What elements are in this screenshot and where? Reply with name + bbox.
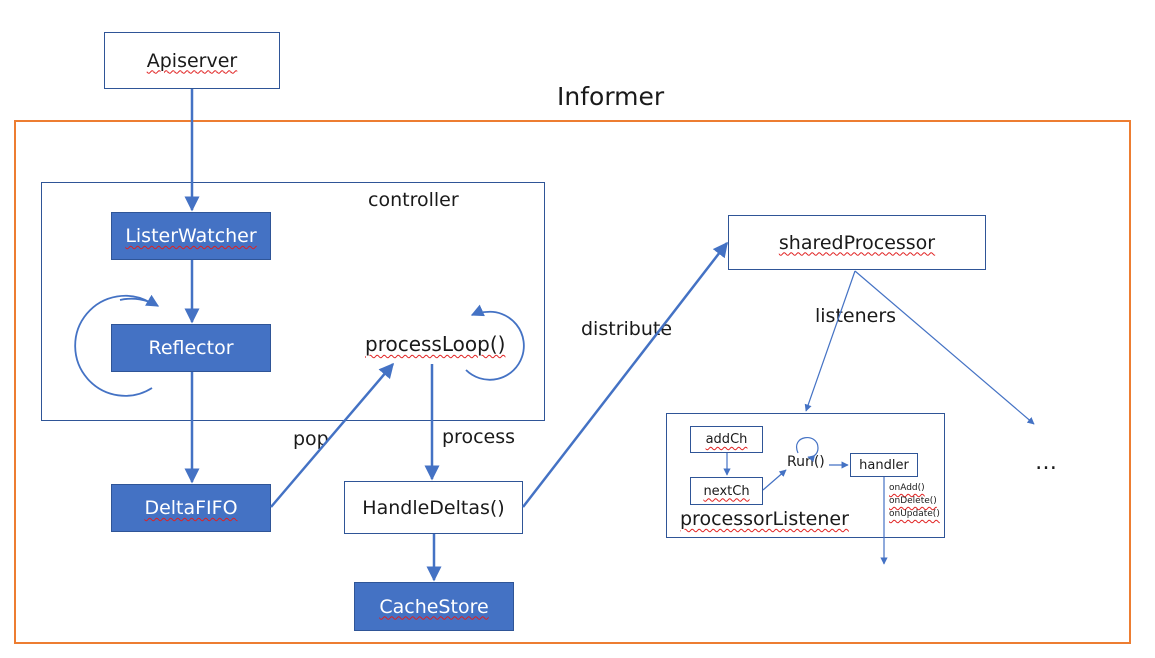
delta-fifo-label: DeltaFIFO <box>144 497 238 519</box>
edge-label-process: process <box>442 426 516 448</box>
cache-store-label: CacheStore <box>379 595 489 618</box>
handle-deltas-node: HandleDeltas() <box>344 481 523 534</box>
reflector-label: Reflector <box>148 337 234 359</box>
next-ch-label: nextCh <box>703 483 750 499</box>
add-ch-node: addCh <box>690 426 763 453</box>
controller-label: controller <box>368 189 459 211</box>
apiserver-label: Apiserver <box>146 49 238 72</box>
processor-listener-label: processorListener <box>680 508 849 530</box>
process-loop-label: processLoop() <box>365 334 505 354</box>
edge-label-listeners: listeners <box>815 305 897 327</box>
shared-processor-node: sharedProcessor <box>728 215 986 270</box>
lister-watcher-label: ListerWatcher <box>125 225 257 247</box>
on-update-label: onUpdate() <box>889 509 940 519</box>
informer-title: Informer <box>557 82 665 111</box>
lister-watcher-node: ListerWatcher <box>111 212 271 260</box>
handler-label: handler <box>859 457 909 473</box>
more-listeners-ellipsis: … <box>1035 450 1057 475</box>
edge-label-pop: pop <box>293 428 329 450</box>
edge-label-distribute: distribute <box>581 318 673 340</box>
reflector-node: Reflector <box>111 324 271 372</box>
on-add-label: onAdd() <box>889 483 925 493</box>
add-ch-label: addCh <box>705 432 748 447</box>
on-delete-label: onDelete() <box>889 496 937 506</box>
handle-deltas-label: HandleDeltas() <box>362 496 505 519</box>
shared-processor-label: sharedProcessor <box>778 231 936 254</box>
process-loop-text: processLoop() <box>365 332 506 356</box>
cache-store-node: CacheStore <box>354 582 514 631</box>
apiserver-node: Apiserver <box>104 32 280 89</box>
informer-frame <box>14 120 1131 644</box>
delta-fifo-node: DeltaFIFO <box>111 484 271 532</box>
next-ch-node: nextCh <box>690 477 763 505</box>
handler-node: handler <box>850 453 918 477</box>
run-label: Run() <box>787 454 825 470</box>
